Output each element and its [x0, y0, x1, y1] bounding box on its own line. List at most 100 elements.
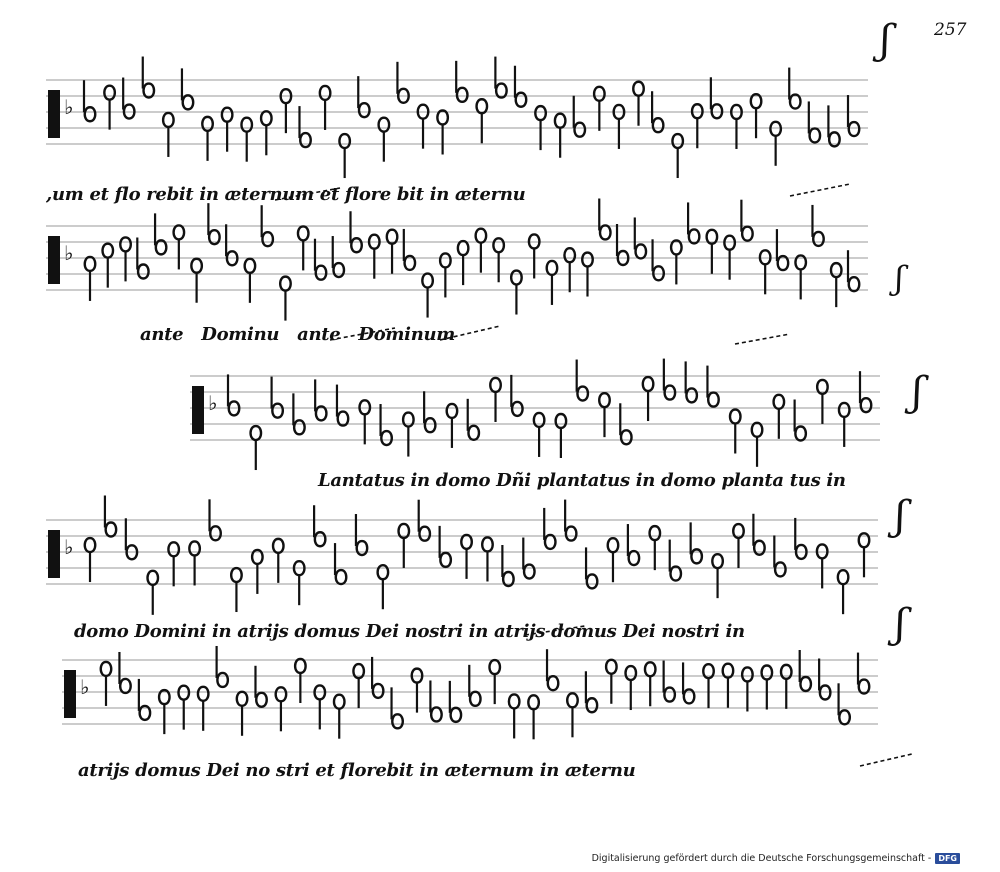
notehead: [436, 109, 450, 155]
notehead: [357, 76, 371, 119]
notehead: [402, 228, 417, 272]
notehead: [313, 684, 327, 730]
staves-layer: ♭♭♭♭♭: [46, 56, 913, 767]
notehead: [314, 379, 328, 422]
notehead: [456, 239, 470, 286]
notehead: [788, 67, 802, 110]
notehead: [758, 249, 772, 295]
notehead: [606, 537, 620, 583]
notehead: [226, 374, 241, 417]
notehead: [815, 543, 829, 589]
notehead: [352, 662, 366, 709]
notehead: [410, 667, 424, 713]
notehead: [829, 261, 843, 308]
melisma-dash: [789, 183, 851, 197]
notehead: [818, 658, 832, 701]
custos-mark-5: ʃ: [895, 601, 906, 647]
notehead: [662, 660, 677, 703]
notehead: [510, 374, 524, 418]
clef: [48, 236, 60, 284]
notehead: [775, 229, 790, 272]
notehead: [385, 228, 399, 274]
notehead: [82, 80, 97, 123]
notehead: [177, 684, 191, 730]
notehead: [83, 536, 97, 583]
notehead: [367, 233, 381, 279]
notehead: [811, 204, 825, 248]
notehead: [513, 65, 528, 108]
notehead: [270, 376, 285, 419]
notehead: [298, 106, 312, 149]
clef: [48, 90, 60, 138]
notehead: [274, 686, 288, 732]
notehead: [668, 539, 683, 582]
staff-4: ♭: [46, 495, 878, 615]
notehead: [468, 664, 482, 708]
notehead: [492, 237, 506, 283]
notehead: [99, 660, 113, 706]
notehead: [396, 61, 410, 105]
notehead: [488, 658, 502, 705]
flat-sign: ♭: [64, 95, 73, 119]
page-number: 257: [934, 20, 967, 40]
notehead: [662, 358, 677, 401]
notehead: [190, 257, 204, 303]
notehead: [379, 404, 393, 447]
notehead: [643, 661, 657, 707]
notehead: [438, 525, 453, 569]
notehead: [545, 649, 560, 692]
custos-mark-1: ʃ: [880, 17, 891, 63]
notehead: [669, 239, 683, 285]
notehead: [592, 85, 606, 131]
notehead: [225, 224, 239, 267]
notehead: [581, 251, 594, 297]
notehead: [721, 662, 735, 708]
notehead: [793, 399, 808, 442]
lyric-line-1: ,um et flo rebit in æternum et flore bit…: [46, 184, 526, 205]
notehead: [260, 205, 275, 248]
notehead: [474, 227, 488, 273]
notehead: [815, 378, 829, 424]
notehead: [429, 680, 443, 723]
notehead: [534, 104, 548, 151]
notehead: [563, 247, 577, 293]
notehead: [220, 106, 234, 152]
notehead: [689, 522, 704, 565]
notehead: [633, 217, 648, 260]
notehead: [837, 683, 852, 726]
notehead: [293, 657, 307, 704]
notehead: [711, 552, 725, 599]
melisma-dash: [524, 625, 586, 636]
notehead: [146, 569, 160, 615]
notehead: [172, 224, 186, 270]
notehead: [445, 402, 459, 448]
notehead: [254, 665, 268, 708]
flat-sign: ♭: [64, 241, 73, 265]
notehead: [292, 559, 306, 606]
notehead: [397, 522, 411, 568]
notehead: [475, 98, 489, 144]
notehead: [101, 242, 115, 288]
notehead: [553, 112, 567, 158]
notehead: [527, 233, 541, 279]
notehead: [271, 537, 285, 583]
notehead: [390, 687, 404, 730]
notehead: [509, 269, 523, 315]
notehead: [705, 228, 719, 274]
notehead: [575, 359, 590, 402]
notehead: [141, 56, 156, 99]
notehead: [83, 255, 97, 301]
melisma-dash: [439, 325, 501, 341]
flat-sign: ♭: [64, 535, 73, 559]
notehead: [318, 84, 332, 130]
notehead: [157, 688, 171, 735]
notehead: [619, 403, 633, 446]
notehead: [651, 91, 665, 134]
notehead: [489, 376, 502, 422]
notehead: [466, 398, 481, 442]
notehead: [417, 499, 432, 542]
notehead: [728, 408, 742, 454]
notehead: [732, 522, 745, 569]
notehead: [807, 101, 822, 144]
